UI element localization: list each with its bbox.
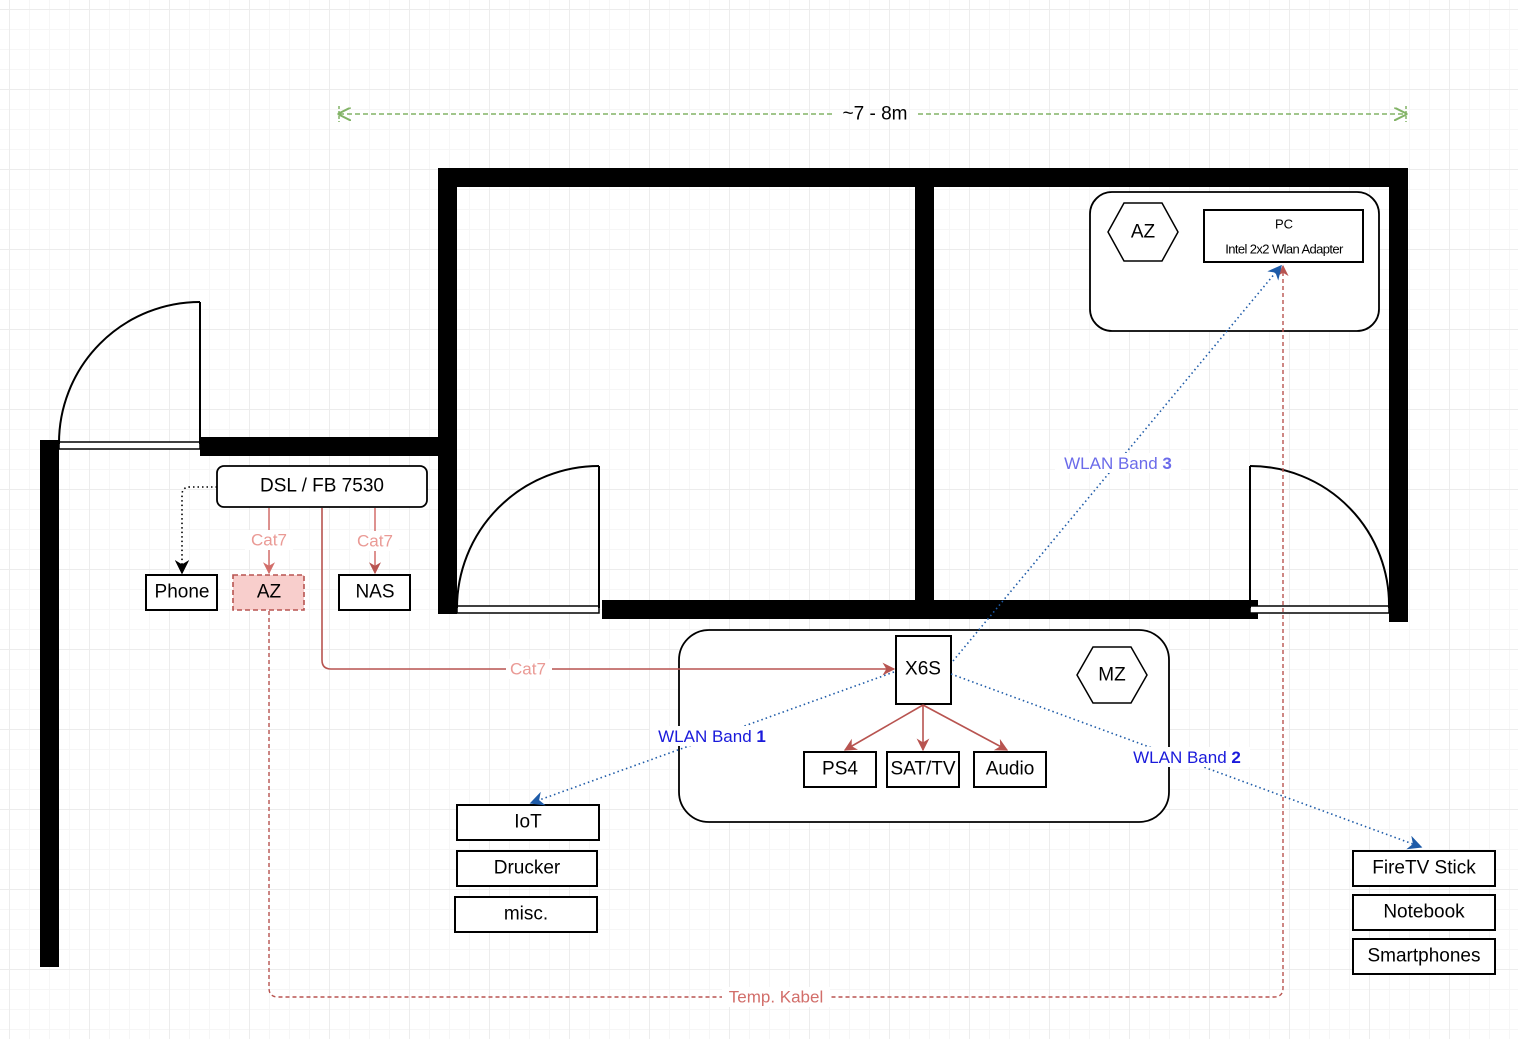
wall-left-rooms	[438, 168, 457, 614]
repeater-label: X6S	[905, 659, 941, 680]
link-repeater-ps4	[843, 704, 924, 751]
temp-cable-label-bg	[722, 987, 830, 1007]
nas-label: NAS	[355, 582, 394, 603]
sattv-node[interactable]: SAT/TV	[886, 751, 960, 788]
link-router-phone	[174, 486, 217, 575]
misc-label: misc.	[504, 904, 548, 925]
cat7-az-label-bg	[245, 530, 293, 550]
az-cable-node[interactable]: AZ	[232, 574, 305, 611]
smartphones-node[interactable]: Smartphones	[1352, 938, 1496, 975]
walls	[40, 168, 1408, 967]
notebook-label: Notebook	[1383, 902, 1465, 923]
mz-room-hexagon: MZ	[1076, 646, 1148, 704]
drucker-label: Drucker	[494, 858, 561, 879]
wall-divider	[915, 168, 934, 602]
link-router-repeater	[321, 508, 896, 676]
audio-node[interactable]: Audio	[973, 751, 1047, 788]
wlan-band-1-label: WLAN Band 1	[658, 727, 766, 746]
wall-hall-left	[40, 440, 59, 967]
wlan-band-2-label: WLAN Band 2	[1133, 748, 1241, 767]
ps4-label: PS4	[822, 759, 858, 780]
audio-label: Audio	[986, 759, 1035, 780]
az-room-label: AZ	[1131, 222, 1156, 243]
pc-title: PC	[1275, 217, 1293, 232]
az-room-hexagon: AZ	[1107, 202, 1179, 262]
pc-node[interactable]: PC Intel 2x2 Wlan Adapter	[1203, 209, 1364, 263]
router-label: DSL / FB 7530	[260, 476, 384, 497]
wlan-band-3-label-bg	[1055, 453, 1181, 473]
wall-hall-top	[200, 437, 457, 456]
door-az-room	[1249, 465, 1391, 614]
temp-cable-label: Temp. Kabel	[729, 988, 824, 1007]
wlan-band-1-label-bg	[650, 726, 776, 746]
dimension-line: ~7 - 8m	[339, 104, 1406, 125]
nas-node[interactable]: NAS	[338, 574, 411, 611]
cat7-az-label: Cat7	[251, 531, 287, 550]
door-entrance	[57, 301, 201, 450]
dimension-label: ~7 - 8m	[843, 104, 908, 125]
cat7-main-label: Cat7	[510, 660, 546, 679]
az-cable-label: AZ	[257, 582, 282, 603]
router-node[interactable]: DSL / FB 7530	[216, 465, 428, 508]
repeater-node[interactable]: X6S	[895, 635, 952, 705]
phone-node[interactable]: Phone	[145, 574, 218, 611]
ps4-node[interactable]: PS4	[803, 751, 877, 788]
mz-room-label: MZ	[1098, 665, 1126, 686]
wlan-band-3-label: WLAN Band 3	[1064, 454, 1172, 473]
cat7-nas-label: Cat7	[357, 532, 393, 551]
wall-bottom	[602, 600, 1258, 619]
wall-right	[1389, 168, 1408, 622]
notebook-node[interactable]: Notebook	[1352, 894, 1496, 931]
wall-segment-mark	[822, 600, 856, 619]
wlan-band-2-label-bg	[1124, 747, 1250, 767]
misc-node[interactable]: misc.	[454, 896, 598, 933]
sattv-label: SAT/TV	[890, 759, 955, 780]
phone-label: Phone	[155, 582, 210, 603]
firetv-node[interactable]: FireTV Stick	[1352, 850, 1496, 887]
link-wlan-band-1	[529, 671, 895, 806]
cat7-nas-label-bg	[351, 531, 399, 551]
firetv-label: FireTV Stick	[1372, 858, 1476, 879]
iot-label: IoT	[514, 812, 542, 833]
door-left-room	[456, 465, 600, 614]
link-repeater-audio	[922, 704, 1009, 751]
smartphones-label: Smartphones	[1367, 946, 1480, 967]
iot-node[interactable]: IoT	[456, 804, 600, 841]
pc-adapter-label: Intel 2x2 Wlan Adapter	[1225, 242, 1344, 257]
cat7-main-label-bg	[506, 659, 552, 679]
drucker-node[interactable]: Drucker	[456, 850, 598, 887]
